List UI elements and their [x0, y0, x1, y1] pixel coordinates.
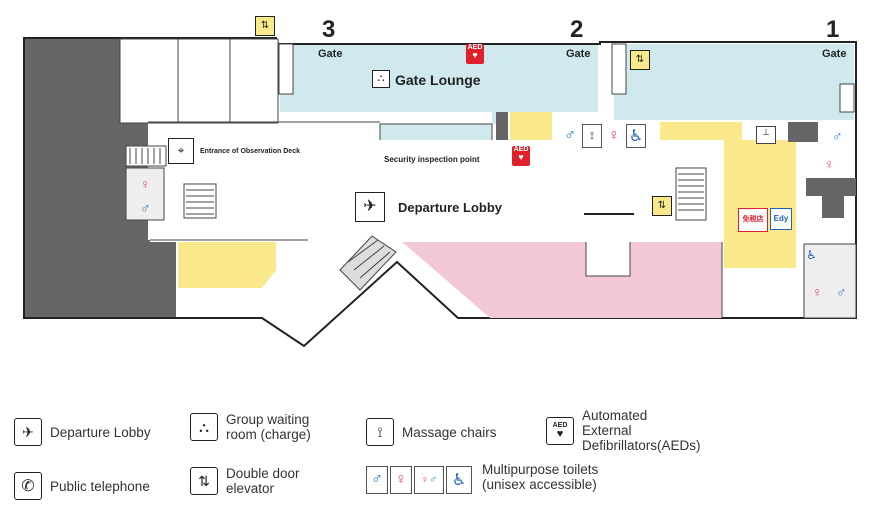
smoking-icon: ⊥ [756, 126, 776, 144]
aed-badge: AED♥ [512, 146, 530, 166]
toilet-block-left [125, 167, 165, 221]
legend-group-waiting-line1: Group waiting [226, 412, 310, 427]
edy-text: Edy [773, 214, 789, 223]
legend-elevator-line2: elevator [226, 481, 275, 496]
legend-group-waiting: ⛬ Group waiting room (charge) [190, 412, 311, 442]
stairs-left [125, 145, 167, 167]
unisex-toilet-icon: ♀♂ [414, 466, 444, 494]
dark-block-3 [806, 178, 856, 218]
dark-block-1 [496, 112, 508, 140]
gate-1-label: Gate [822, 48, 847, 60]
edy-badge: Edy [770, 208, 792, 230]
male-toilet-icon: ♂ [366, 466, 388, 494]
legend-departure-lobby-label: Departure Lobby [50, 424, 151, 440]
legend-toilets-line1: Multipurpose toilets [482, 462, 599, 477]
gate-lounge-area [278, 45, 598, 176]
legend-aed: AED♥ Automated External Defibrillators(A… [546, 408, 701, 453]
aed-text: AED [467, 44, 483, 51]
departure-lobby-icon: ✈ [355, 192, 385, 222]
male-toilet-icon: ♂ [140, 200, 151, 216]
pink-zone [308, 240, 722, 318]
aed-text: AED [552, 422, 568, 429]
female-toilet-icon: ♀ [604, 124, 624, 148]
accessible-toilet-icon: ♿ [626, 124, 646, 148]
legend-elevator-line1: Double door [226, 466, 300, 481]
gate-lounge-icon: ⛬ [372, 70, 390, 88]
toilet-block-right [803, 243, 857, 319]
accessible-toilet-icon: ♿ [806, 248, 817, 262]
gate-2-number: 2 [570, 16, 584, 43]
legend-telephone: ✆ Public telephone [14, 472, 150, 500]
gate-2-door [611, 43, 627, 95]
gate-lounge-label: Gate Lounge [395, 72, 481, 88]
gate-1-number: 1 [826, 16, 840, 43]
toilet-icons-center: ♂ ⟟ ♀ ♿ [560, 124, 648, 148]
top-room-c [229, 38, 279, 124]
male-toilet-icon: ♂ [836, 284, 847, 300]
gate-2-label: Gate [566, 48, 591, 60]
legend-elevator-text: Double door elevator [226, 466, 300, 496]
duty-free-badge: 免税店 [738, 208, 768, 232]
gate-lounge-right [614, 44, 854, 120]
departure-lobby-label: Departure Lobby [398, 200, 503, 215]
aed-badge: AED♥ [466, 44, 484, 64]
gate-3-label: Gate [318, 48, 343, 60]
escalator [339, 235, 397, 291]
gate-1-door [839, 83, 855, 113]
gate-3-number: 3 [322, 16, 336, 43]
elevator-icon: ⇅ [630, 50, 650, 70]
female-toilet-icon: ♀ [390, 466, 412, 494]
stairs-center [183, 183, 217, 219]
top-room-a [119, 38, 179, 124]
group-waiting-icon: ⛬ [190, 413, 218, 441]
legend-aed-line3: Defibrillators(AEDs) [582, 438, 701, 453]
duty-free-text: 免税店 [742, 216, 764, 223]
aed-text: AED [513, 146, 529, 153]
legend-aed-line1: Automated [582, 408, 648, 423]
dark-block-4 [806, 122, 818, 142]
male-toilet-icon: ♂ [832, 128, 843, 144]
shop-area-3 [178, 240, 276, 288]
wall-line-3 [585, 242, 631, 277]
gate-3-door [278, 43, 294, 95]
stairs-right [675, 167, 707, 221]
shop-area-1 [510, 112, 552, 144]
legend-toilets: ♂ ♀ ♀♂ ♿ Multipurpose toilets (unisex ac… [366, 462, 598, 494]
aed-icon: AED♥ [546, 416, 574, 445]
legend-departure-lobby: ✈ Departure Lobby [14, 418, 151, 446]
legend-massage: ⟟ Massage chairs [366, 418, 497, 446]
top-room-b [177, 38, 231, 124]
elevator-icon: ⇅ [190, 467, 218, 495]
legend-group-waiting-text: Group waiting room (charge) [226, 412, 311, 442]
legend-toilets-line2: (unisex accessible) [482, 477, 597, 492]
floor-map [23, 37, 857, 348]
elevator-icon: ⇅ [652, 196, 672, 216]
telephone-icon: ✆ [14, 472, 42, 500]
legend-toilets-text: Multipurpose toilets (unisex accessible) [482, 462, 598, 492]
lobby-strip [150, 140, 724, 242]
massage-chair-icon: ⟟ [366, 418, 394, 446]
observation-icon: ⌖ [168, 138, 194, 164]
observation-label: Entrance of Observation Deck [200, 148, 300, 155]
massage-chair-icon: ⟟ [582, 124, 602, 148]
legend-aed-line2: External [582, 423, 632, 438]
female-toilet-icon: ♀ [824, 156, 835, 172]
legend-aed-text: Automated External Defibrillators(AEDs) [582, 408, 701, 453]
legend-elevator: ⇅ Double door elevator [190, 466, 300, 496]
dark-block-2 [788, 122, 806, 142]
departure-lobby-icon: ✈ [14, 418, 42, 446]
female-toilet-icon: ♀ [140, 176, 151, 192]
security-label: Security inspection point [384, 155, 480, 164]
female-toilet-icon: ♀ [812, 284, 823, 300]
accessible-toilet-icon: ♿ [446, 466, 472, 494]
elevator-icon: ⇅ [255, 16, 275, 36]
male-toilet-icon: ♂ [560, 124, 580, 148]
legend-group-waiting-line2: room (charge) [226, 427, 311, 442]
legend-telephone-label: Public telephone [50, 478, 150, 494]
left-wall [25, 39, 176, 317]
legend-massage-label: Massage chairs [402, 424, 497, 440]
